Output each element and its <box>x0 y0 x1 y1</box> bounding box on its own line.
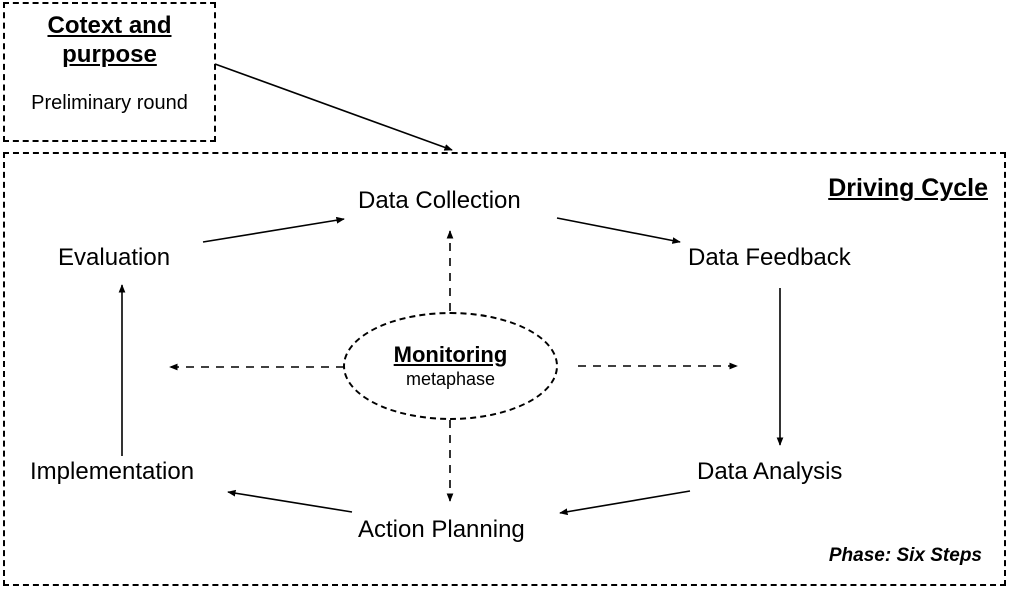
monitoring-title: Monitoring <box>393 341 508 367</box>
step-label-data-analysis: Data Analysis <box>697 458 843 485</box>
step-label-action-planning: Action Planning <box>358 516 525 543</box>
step-label-implementation: Implementation <box>30 458 195 485</box>
monitoring-ellipse: Monitoring metaphase <box>343 312 558 420</box>
context-box-subtitle: Preliminary round <box>31 91 188 114</box>
step-label-data-feedback: Data Feedback <box>688 244 851 271</box>
context-and-purpose-box: Cotext and purpose Preliminary round <box>3 2 216 142</box>
context-box-title: Cotext and purpose <box>47 12 172 69</box>
driving-cycle-title: Driving Cycle <box>828 174 988 202</box>
step-label-evaluation: Evaluation <box>58 244 171 271</box>
step-label-data-collection: Data Collection <box>358 187 521 214</box>
connector-context-to-cycle <box>214 63 453 151</box>
driving-cycle-box: Driving Cycle Phase: Six Steps <box>3 152 1006 586</box>
monitoring-subtitle: metaphase <box>405 368 496 389</box>
phase-six-steps-label: Phase: Six Steps <box>828 545 982 566</box>
